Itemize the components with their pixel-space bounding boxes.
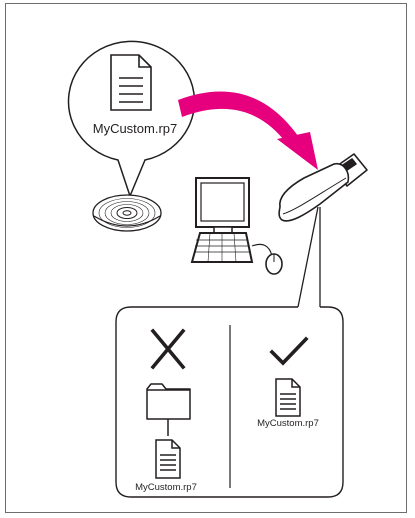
usb-callout-lines [297,206,321,308]
document-correct-icon [275,378,301,417]
detail-box [115,306,344,498]
file-callout-bubble [67,40,196,197]
desktop-computer-icon [190,177,283,275]
x-mark-icon [150,328,186,370]
incorrect-file-label: MyCustom.rp7 [135,482,197,493]
check-mark-icon [269,336,309,366]
usb-flash-drive-icon [278,153,368,222]
document-incorrect-icon [155,439,181,479]
document-icon [110,54,152,111]
cd-disc-icon [92,194,162,232]
folder-icon [146,383,191,420]
curved-arrow-icon [178,91,318,170]
correct-file-label: MyCustom.rp7 [257,418,319,429]
big-file-label: MyCustom.rp7 [92,121,178,136]
